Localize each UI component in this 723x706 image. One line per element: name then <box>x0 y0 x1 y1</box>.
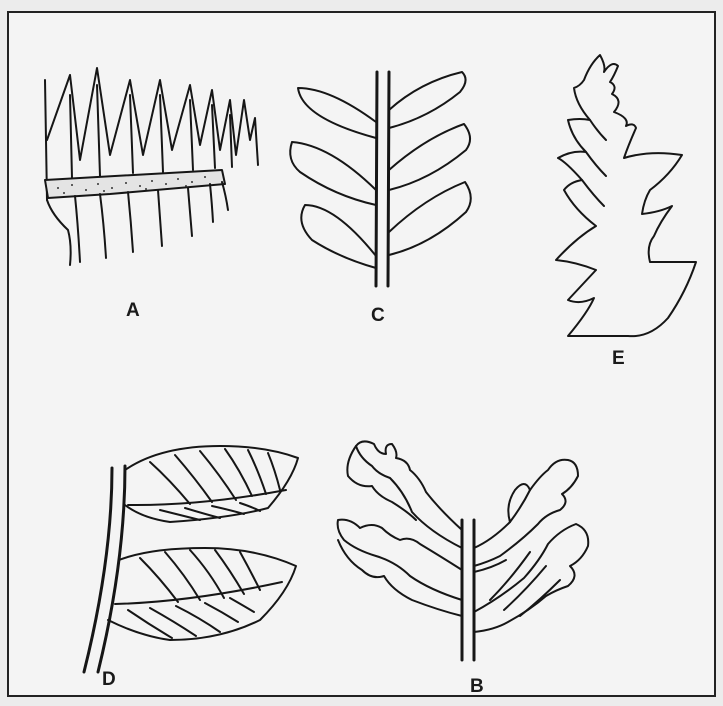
label-e: E <box>612 348 625 369</box>
label-b: B <box>470 676 484 697</box>
label-d: D <box>102 669 116 690</box>
label-c: C <box>371 305 385 326</box>
drawing-c-rachis-right <box>388 72 389 286</box>
label-a: A <box>126 300 140 321</box>
drawing-c-rachis-left <box>376 72 377 286</box>
